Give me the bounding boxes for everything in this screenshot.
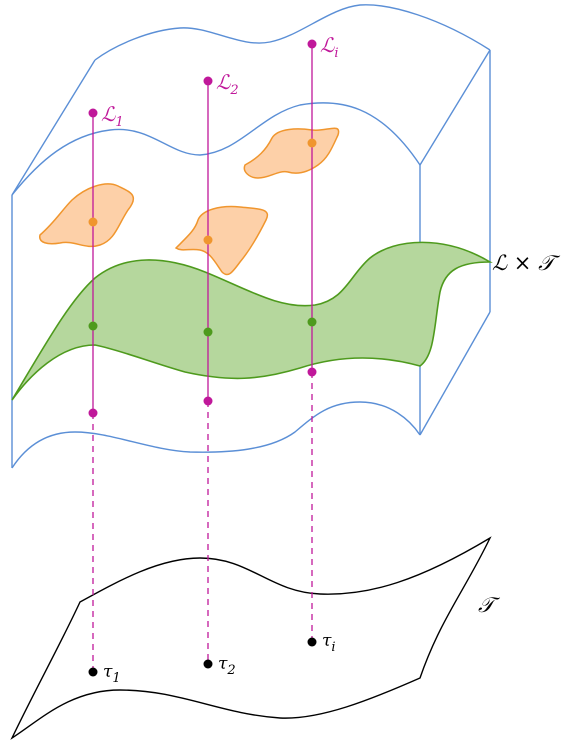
point-green-3 bbox=[307, 317, 317, 327]
point-Li-bottom bbox=[307, 367, 317, 377]
label-tau1: τ1 bbox=[103, 662, 121, 686]
points bbox=[88, 39, 317, 677]
point-taui bbox=[307, 637, 317, 647]
label-L2: ℒ2 bbox=[216, 70, 239, 98]
label-T: 𝒯 bbox=[478, 593, 501, 617]
labels: ℒ1 ℒ2 ℒi ℒ × 𝒯 𝒯 τ1 τ2 τi bbox=[101, 33, 561, 686]
slab-right-bottom-connector bbox=[419, 311, 491, 436]
point-green-2 bbox=[203, 327, 213, 337]
point-green-1 bbox=[88, 321, 98, 331]
orange-blob-2 bbox=[174, 205, 269, 276]
point-tau1 bbox=[88, 667, 98, 677]
point-tau2 bbox=[203, 659, 213, 669]
point-L1-top bbox=[88, 108, 98, 118]
label-taui: τi bbox=[322, 631, 336, 655]
label-product: ℒ × 𝒯 bbox=[492, 251, 561, 275]
slab-top-back-edge bbox=[94, 4, 491, 61]
point-orange-3 bbox=[307, 138, 317, 148]
slab bbox=[11, 4, 491, 469]
orange-blobs bbox=[39, 127, 340, 276]
base-surface bbox=[10, 536, 492, 740]
fibers bbox=[92, 44, 313, 672]
point-L2-top bbox=[203, 76, 213, 86]
orange-blob-3 bbox=[243, 127, 340, 179]
point-L1-bottom bbox=[88, 408, 98, 418]
slab-bottom-front-edge bbox=[11, 401, 421, 469]
label-Li: ℒi bbox=[320, 33, 339, 61]
slab-left-top-connector bbox=[11, 59, 96, 196]
point-orange-2 bbox=[203, 235, 213, 245]
point-Li-top bbox=[307, 39, 317, 49]
point-L2-bottom bbox=[203, 396, 213, 406]
label-tau2: τ2 bbox=[218, 654, 236, 678]
point-orange-1 bbox=[88, 217, 98, 227]
slab-right-top-connector bbox=[419, 49, 491, 166]
slab-top-front-edge bbox=[11, 102, 421, 196]
label-L1: ℒ1 bbox=[101, 102, 124, 130]
orange-blob-1 bbox=[39, 183, 135, 248]
product-surface bbox=[11, 241, 493, 401]
